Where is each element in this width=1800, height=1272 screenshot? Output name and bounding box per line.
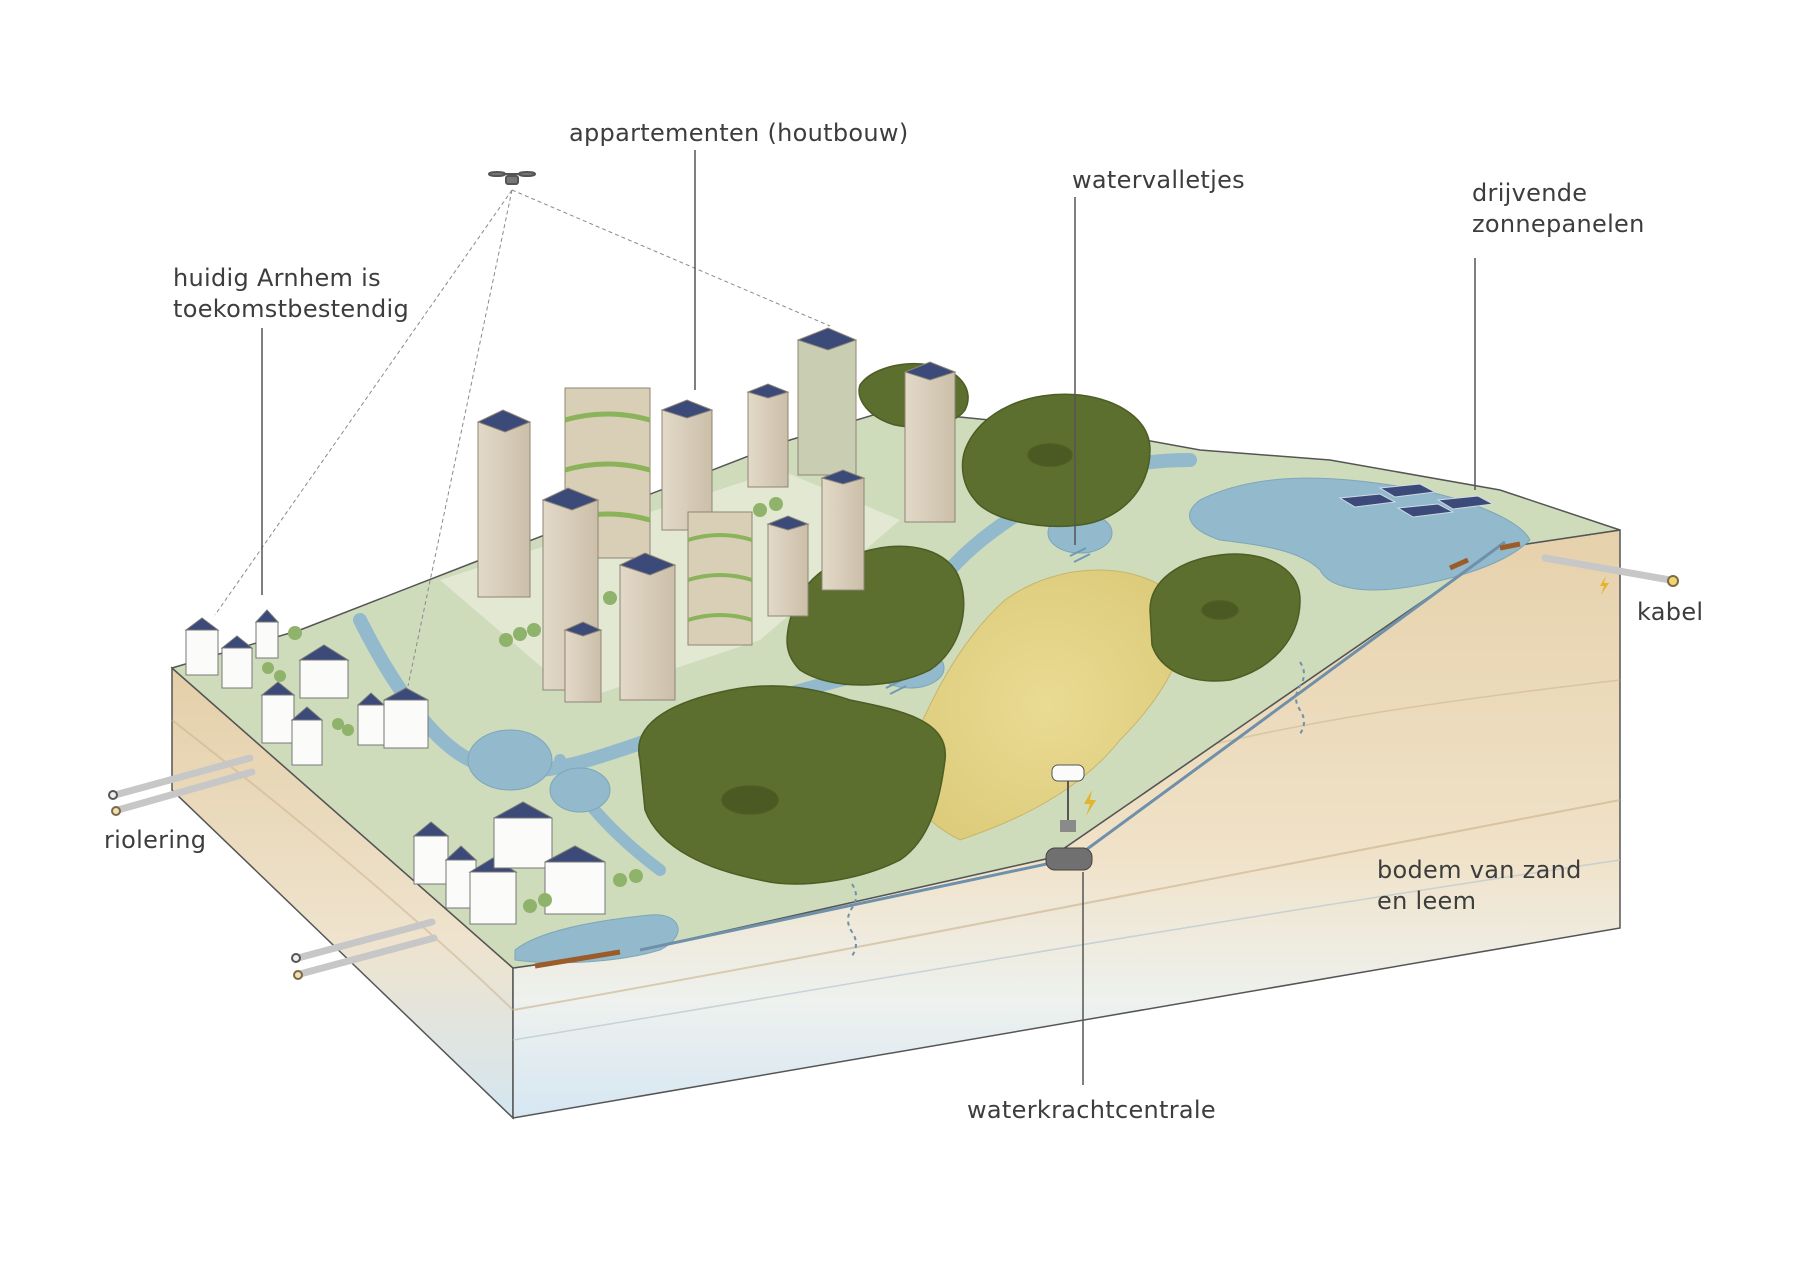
tower xyxy=(687,511,753,646)
house xyxy=(184,617,220,676)
label-bodem: bodem van zand en leem xyxy=(1377,855,1582,917)
tower xyxy=(746,383,790,488)
tower xyxy=(820,469,866,591)
house xyxy=(493,801,553,869)
soil-stratum xyxy=(512,859,1621,1041)
drone-sight-lines xyxy=(214,189,831,687)
outlet xyxy=(534,949,621,969)
house xyxy=(412,821,450,885)
lightning-icon xyxy=(1600,576,1609,595)
small-waterfalls xyxy=(885,547,1091,695)
tower xyxy=(766,515,810,617)
forest-clearing xyxy=(1027,443,1073,467)
leader-lines xyxy=(261,150,1476,1085)
forest-clearing xyxy=(721,785,779,815)
tree-rows xyxy=(262,497,783,913)
pipe-end-icon xyxy=(291,953,301,963)
tower xyxy=(476,409,532,598)
pond xyxy=(467,729,553,791)
lightning-icon xyxy=(1084,790,1096,816)
label-line: zonnepanelen xyxy=(1472,210,1645,238)
sewer-pipe xyxy=(111,754,254,799)
sewer-pipe xyxy=(296,934,438,978)
power-cable xyxy=(1541,554,1674,584)
forest-clearing xyxy=(1201,600,1239,620)
label-line: huidig Arnhem is xyxy=(173,264,381,292)
house xyxy=(254,609,280,659)
outlet xyxy=(1448,557,1470,571)
pipe-end-icon xyxy=(111,806,121,816)
ground-block xyxy=(171,529,1621,1120)
label-line: en leem xyxy=(1377,887,1477,915)
tower xyxy=(618,552,677,701)
sewer-pipe xyxy=(294,918,436,962)
cable-end-icon xyxy=(1667,575,1679,587)
underground xyxy=(108,540,1679,980)
label-huidig-arnhem: huidig Arnhem is toekomstbestendig xyxy=(173,263,409,325)
label-waterkrachtcentrale: waterkrachtcentrale xyxy=(967,1096,1216,1124)
house xyxy=(356,692,386,746)
drone-icon xyxy=(488,171,536,185)
pipe-end-icon xyxy=(108,790,118,800)
house xyxy=(544,845,606,915)
label-kabel: kabel xyxy=(1637,598,1704,626)
outlet xyxy=(1499,541,1521,551)
pond-bottom-left xyxy=(514,914,679,964)
house xyxy=(290,706,324,766)
forests xyxy=(637,363,1301,885)
timber-towers xyxy=(476,327,957,703)
houses xyxy=(184,609,606,925)
floating-solar-panels xyxy=(1338,483,1495,518)
pond xyxy=(549,767,611,813)
pipe-end-icon xyxy=(293,970,303,980)
label-line: toekomstbestendig xyxy=(173,295,410,323)
tower xyxy=(903,361,957,523)
label-watervalletjes: watervalletjes xyxy=(1072,166,1245,194)
label-drijvende-zonnepanelen: drijvende zonnepanelen xyxy=(1472,178,1645,240)
house xyxy=(298,644,350,699)
house xyxy=(260,681,296,744)
tower xyxy=(796,327,858,476)
tower xyxy=(660,399,714,531)
soil-stratum xyxy=(512,799,1621,1011)
soil-stratum xyxy=(171,719,514,1011)
label-riolering: riolering xyxy=(104,826,207,854)
forest-patch xyxy=(637,685,946,885)
label-appartementen: appartementen (houtbouw) xyxy=(569,119,909,147)
turbine-icon xyxy=(1045,764,1093,871)
label-line: drijvende xyxy=(1472,179,1588,207)
house xyxy=(468,857,518,925)
house xyxy=(383,687,429,749)
label-line: bodem van zand xyxy=(1377,856,1582,884)
house xyxy=(220,635,254,689)
sewer-pipe xyxy=(114,768,256,814)
tower xyxy=(563,621,603,703)
